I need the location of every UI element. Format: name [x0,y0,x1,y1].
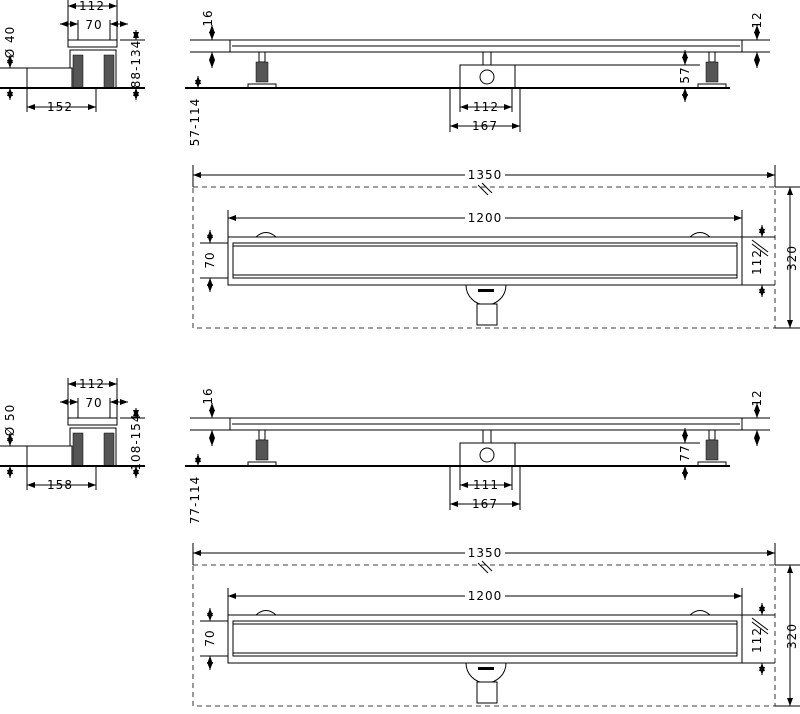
label-pipe-diameter: Ø 40 [3,26,17,59]
label-bg [465,588,505,602]
installation-area [192,564,776,707]
label-channel-width: 70 [203,629,217,646]
clip-right [688,610,712,616]
label-overall-length: 1350 [468,546,503,560]
label-install-height: 77-114 [188,476,202,525]
label-bg [465,210,505,224]
outlet-plan [465,662,507,684]
outlet-circle [479,69,495,85]
label-grate-thickness: 16 [201,9,215,26]
line [481,182,493,194]
adjustable-foot [705,439,719,461]
label-outlet-width: 111 [473,478,499,492]
label-section-width-inner: 70 [85,18,102,32]
line [481,560,493,572]
line [751,617,769,631]
line [751,239,769,253]
label-pipe-diameter: Ø 50 [3,404,17,437]
label-outlet-height: 57 [678,66,692,83]
label-outlet-base: 167 [472,119,498,133]
clip-left [254,232,278,238]
label-height-range: 88-134 [129,40,143,89]
adjustable-foot [255,61,269,83]
outlet-neck [482,51,492,66]
label-outlet-base: 167 [472,497,498,511]
grate-plan [232,242,738,279]
label-outlet-width: 112 [473,100,499,114]
label-bg [465,545,505,559]
label-channel-length: 1200 [468,211,503,225]
foot-right [103,432,115,467]
brand-logo [478,667,494,670]
label-install-height: 57-114 [188,98,202,147]
label-channel-length: 1200 [468,589,503,603]
variant-1-drawing: 112 70 Ø 40 88-134 152 16 12 57 57-114 112 167 1350… [0,0,800,329]
label-overall-length: 1350 [468,168,503,182]
leg [258,429,266,441]
outlet-pipe [26,67,73,89]
installation-area [192,186,776,329]
outlet-pipe [26,445,73,467]
adjustable-foot [255,439,269,461]
label-section-length: 152 [47,100,73,114]
brand-logo [478,289,494,292]
clip-left [254,610,278,616]
clip-right [688,232,712,238]
label-channel-width: 70 [203,251,217,268]
foot-right [103,54,115,89]
label-overall-width: 320 [785,245,799,271]
line [751,621,769,635]
label-bg [465,167,505,181]
grate-section [67,417,118,426]
leg [708,429,716,441]
outlet-pipe-plan [476,681,498,704]
label-frame-width: 112 [750,627,764,653]
label-grate-thickness: 16 [201,387,215,404]
label-section-width-outer: 112 [79,0,105,13]
label-frame-thickness: 12 [750,11,764,28]
label-section-length: 158 [47,478,73,492]
variant-2-drawing: 112 70 Ø 50 108-154 158 16 12 77 77-114 111 167 135… [0,377,800,707]
leg [258,51,266,63]
line [477,184,489,196]
label-section-width-outer: 112 [79,377,105,391]
label-frame-width: 112 [750,249,764,275]
adjustable-foot [705,61,719,83]
label-frame-thickness: 12 [750,389,764,406]
foot-left [72,54,84,89]
line [477,562,489,574]
label-outlet-height: 77 [678,444,692,461]
label-height-range: 108-154 [129,413,143,470]
outlet-neck [482,429,492,444]
grate-section [67,39,118,48]
leg [708,51,716,63]
label-overall-width: 320 [785,623,799,649]
outlet-circle [479,447,495,463]
grate-plan [232,620,738,657]
outlet-pipe-plan [476,303,498,326]
foot-left [72,432,84,467]
line [751,243,769,257]
label-section-width-inner: 70 [85,396,102,410]
outlet-plan [465,284,507,306]
